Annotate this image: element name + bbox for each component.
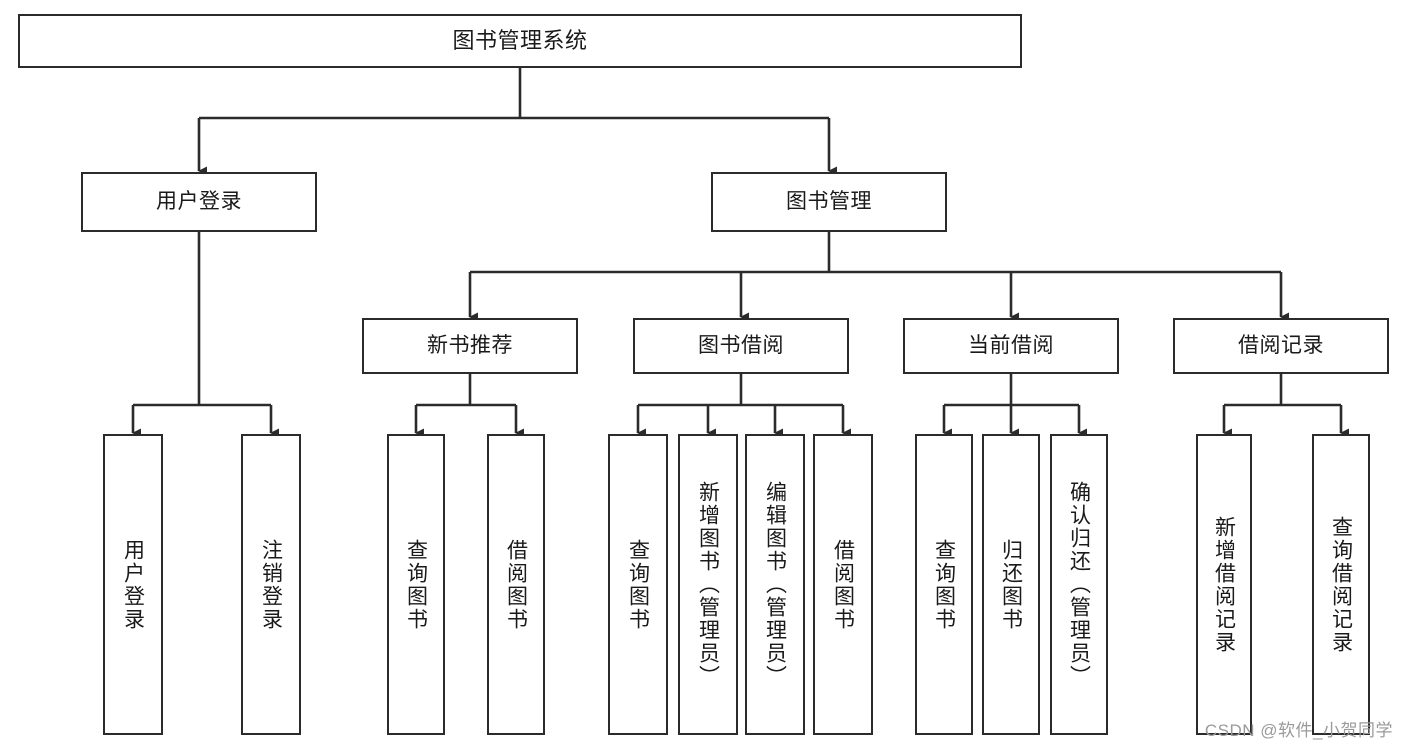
node-leaf-add-borrow-record-label: 新增借阅记录: [1212, 515, 1236, 654]
node-new-book-recommend-label: 新书推荐: [427, 333, 513, 357]
node-leaf-add-book-label: 新增图书（管理员）: [696, 481, 720, 688]
node-leaf-borrow-book-1[interactable]: 借阅图书: [487, 434, 545, 735]
node-current-borrow[interactable]: 当前借阅: [903, 318, 1119, 374]
node-book-manage-label: 图书管理: [786, 189, 872, 213]
node-leaf-borrow-book-2-label: 借阅图书: [831, 538, 855, 631]
node-book-borrow[interactable]: 图书借阅: [633, 318, 849, 374]
node-book-borrow-label: 图书借阅: [698, 333, 784, 357]
node-leaf-edit-book-label: 编辑图书（管理员）: [763, 481, 787, 688]
node-leaf-query-book-2[interactable]: 查询图书: [608, 434, 668, 735]
node-leaf-query-borrow-record[interactable]: 查询借阅记录: [1312, 434, 1370, 735]
node-leaf-confirm-return[interactable]: 确认归还（管理员）: [1050, 434, 1108, 735]
node-borrow-record[interactable]: 借阅记录: [1173, 318, 1389, 374]
node-leaf-query-book-1-label: 查询图书: [404, 538, 428, 631]
node-leaf-query-book-2-label: 查询图书: [626, 538, 650, 631]
node-leaf-return-book[interactable]: 归还图书: [982, 434, 1040, 735]
node-user-login[interactable]: 用户登录: [81, 172, 317, 232]
node-leaf-logout[interactable]: 注销登录: [241, 434, 301, 735]
node-leaf-user-login[interactable]: 用户登录: [103, 434, 163, 735]
node-root-label: 图书管理系统: [452, 28, 588, 54]
node-book-manage[interactable]: 图书管理: [711, 172, 947, 232]
node-leaf-query-book-1[interactable]: 查询图书: [387, 434, 445, 735]
node-leaf-add-borrow-record[interactable]: 新增借阅记录: [1196, 434, 1252, 735]
node-leaf-add-book[interactable]: 新增图书（管理员）: [678, 434, 738, 735]
node-leaf-borrow-book-1-label: 借阅图书: [504, 538, 528, 631]
node-leaf-edit-book[interactable]: 编辑图书（管理员）: [745, 434, 805, 735]
node-leaf-query-book-3-label: 查询图书: [932, 538, 956, 631]
node-root[interactable]: 图书管理系统: [18, 14, 1022, 68]
node-leaf-query-borrow-record-label: 查询借阅记录: [1329, 515, 1353, 654]
node-leaf-confirm-return-label: 确认归还（管理员）: [1067, 481, 1091, 688]
node-leaf-logout-label: 注销登录: [259, 538, 283, 631]
node-leaf-query-book-3[interactable]: 查询图书: [915, 434, 973, 735]
node-borrow-record-label: 借阅记录: [1238, 333, 1324, 357]
node-leaf-return-book-label: 归还图书: [999, 538, 1023, 631]
node-current-borrow-label: 当前借阅: [968, 333, 1054, 357]
node-leaf-borrow-book-2[interactable]: 借阅图书: [813, 434, 873, 735]
node-new-book-recommend[interactable]: 新书推荐: [362, 318, 578, 374]
node-leaf-user-login-label: 用户登录: [121, 538, 145, 631]
node-user-login-label: 用户登录: [156, 189, 242, 213]
watermark: CSDN @软件_小贺同学: [1204, 721, 1393, 740]
